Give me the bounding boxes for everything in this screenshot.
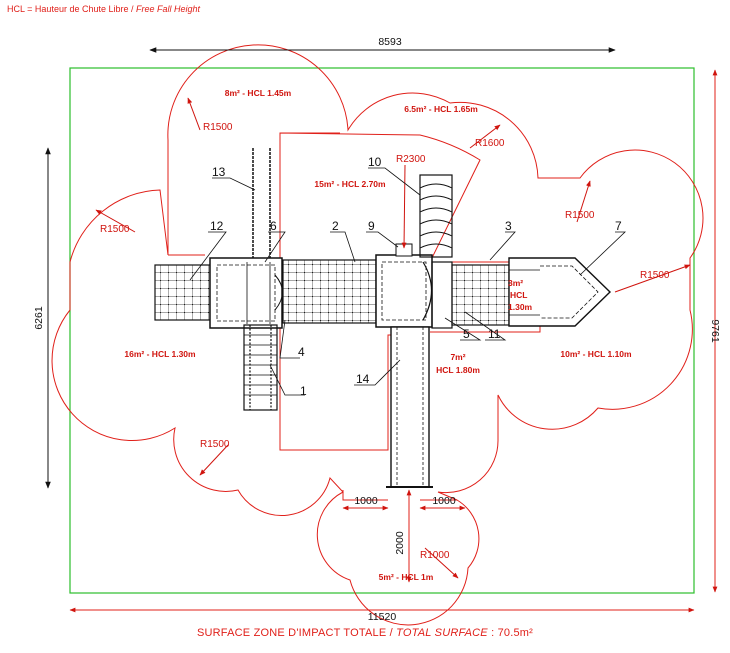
- part-leaders: [189, 167, 626, 396]
- radius-r1500-left: R1500: [100, 224, 130, 235]
- left-net-climber: [154, 264, 211, 321]
- left-tower: [209, 257, 283, 329]
- zone-16m2: 16m² - HCL 1.30m: [124, 349, 196, 359]
- part-6: 6: [270, 219, 277, 233]
- hcl-definition-english: Free Fall Height: [136, 4, 201, 14]
- zone-6-5m2: 6.5m² - HCL 1.65m: [404, 104, 478, 114]
- arch-ladder: [419, 174, 453, 258]
- zone-10m2: 10m² - HCL 1.10m: [560, 349, 632, 359]
- impact-zone-outline: [51, 44, 704, 626]
- zone-15m2: 15m² - HCL 2.70m: [314, 179, 386, 189]
- dim-slide-run: 2000: [394, 531, 406, 555]
- dim-slide-right: 1000: [432, 495, 456, 507]
- radius-r1500-far-right: R1500: [640, 270, 670, 281]
- total-surface-label: SURFACE ZONE D'IMPACT TOTALE /: [196, 627, 397, 639]
- part-9: 9: [368, 219, 375, 233]
- hcl-definition-text: HCL = Hauteur de Chute Libre /: [7, 4, 136, 14]
- zone-5m2: 5m² - HCL 1m: [379, 572, 434, 582]
- part-3: 3: [505, 219, 512, 233]
- site-boundary: [69, 67, 695, 594]
- total-surface: SURFACE ZONE D'IMPACT TOTALE / TOTAL SUR…: [0, 627, 730, 639]
- dim-total-depth: 9761: [709, 319, 721, 343]
- radius-r1500-right: R1500: [565, 210, 595, 221]
- zone-3m2-hcl: HCL: [510, 290, 527, 300]
- radius-r1500-bottom: R1500: [200, 439, 230, 450]
- hcl-definition: HCL = Hauteur de Chute Libre / Free Fall…: [7, 4, 200, 14]
- dim-top-width: 8593: [378, 36, 402, 48]
- dim-slide-left: 1000: [354, 495, 378, 507]
- part-12: 12: [210, 219, 224, 233]
- part-13: 13: [212, 165, 226, 179]
- radius-r1600: R1600: [475, 138, 505, 149]
- part-2: 2: [332, 219, 339, 233]
- part-11: 11: [488, 327, 501, 341]
- part-1: 1: [300, 384, 307, 398]
- net-bridge: [282, 259, 377, 324]
- dimensions: 8593 6261 11520 9761 1000 1000 2000: [33, 36, 721, 623]
- total-surface-value: : 70.5m²: [487, 627, 534, 639]
- slide: [386, 326, 433, 488]
- part-5: 5: [463, 327, 470, 341]
- ladder: [243, 324, 278, 411]
- dim-depth: 6261: [33, 306, 45, 330]
- climbing-poles: [252, 148, 271, 258]
- radius-r1000: R1000: [420, 550, 450, 561]
- zone-3m2: 3m²: [508, 278, 523, 288]
- radius-r2300: R2300: [396, 154, 426, 165]
- part-7: 7: [615, 219, 622, 233]
- zone-3m2-height: 1.30m: [508, 302, 533, 312]
- radius-leaders: [95, 97, 691, 579]
- arrow-tower: [508, 257, 612, 327]
- radius-r1500-top: R1500: [203, 122, 233, 133]
- zone-7m2: 7m²: [450, 352, 465, 362]
- zone-7m2-hcl: HCL 1.80m: [436, 365, 480, 375]
- part-14: 14: [356, 372, 370, 386]
- right-net-bridge: [431, 261, 510, 329]
- part-4: 4: [298, 345, 305, 359]
- part-10: 10: [368, 155, 382, 169]
- total-surface-english: TOTAL SURFACE: [396, 627, 488, 639]
- zone-8m2: 8m² - HCL 1.45m: [225, 88, 292, 98]
- dim-total-width: 11520: [368, 611, 397, 623]
